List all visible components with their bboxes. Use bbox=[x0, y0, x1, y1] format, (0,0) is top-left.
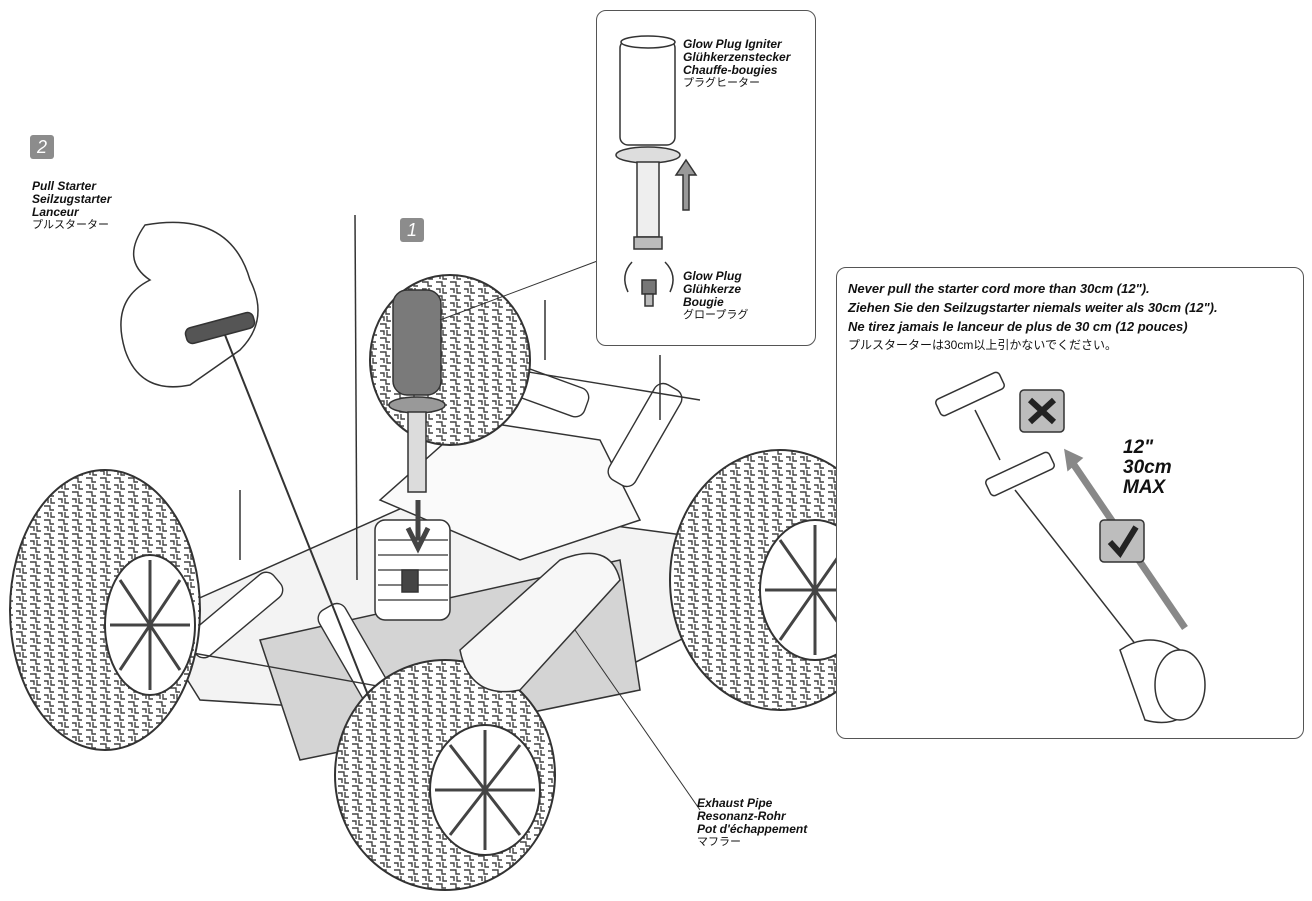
glow-plug-fr: Bougie bbox=[683, 295, 724, 309]
glow-plug-igniter-jp: プラグヒーター bbox=[683, 77, 760, 89]
step-2-badge: 2 bbox=[30, 135, 54, 159]
max-pull-max: MAX bbox=[1123, 477, 1166, 498]
warning-de: Ziehen Sie den Seilzugstarter niemals we… bbox=[848, 300, 1218, 315]
pull-starter-label: Pull Starter Seilzugstarter Lanceur プルスタ… bbox=[32, 180, 111, 232]
exhaust-pipe-de: Resonanz-Rohr bbox=[697, 809, 786, 823]
warning-fr: Ne tirez jamais le lanceur de plus de 30… bbox=[848, 319, 1188, 334]
body-posts bbox=[239, 214, 661, 581]
exhaust-pipe-jp: マフラー bbox=[697, 836, 741, 848]
wheel-front-right bbox=[334, 659, 556, 891]
glow-plug-de: Glühkerze bbox=[683, 282, 742, 296]
glow-plug-igniter-label: Glow Plug Igniter Glühkerzenstecker Chau… bbox=[683, 38, 790, 90]
suspension bbox=[119, 352, 701, 708]
x-mark-icon bbox=[1019, 389, 1065, 433]
exhaust-pipe-en: Exhaust Pipe bbox=[697, 796, 773, 810]
hand-pull-starter bbox=[120, 221, 371, 701]
exhaust-pipe-leader bbox=[574, 629, 701, 811]
glow-plug-igniter-en: Glow Plug Igniter bbox=[683, 37, 782, 51]
pull-limit-callout bbox=[836, 267, 1304, 739]
pull-limit-warning: Never pull the starter cord more than 30… bbox=[848, 279, 1298, 355]
glow-plug-jp: グロープラグ bbox=[683, 309, 749, 321]
glow-plug-igniter-de: Glühkerzenstecker bbox=[683, 50, 791, 64]
igniter-on-engine bbox=[388, 289, 446, 554]
exhaust-pipe bbox=[459, 552, 621, 693]
wheel-front-left bbox=[9, 469, 201, 751]
warning-jp: プルスターターは30cm以上引かないでください。 bbox=[848, 338, 1117, 352]
exhaust-pipe-fr: Pot d'échappement bbox=[697, 822, 808, 836]
pull-starter-fr: Lanceur bbox=[32, 205, 79, 219]
pull-starter-en: Pull Starter bbox=[32, 179, 97, 193]
callout-leader bbox=[439, 259, 601, 321]
max-pull-length: 12" 30cm MAX bbox=[1123, 438, 1172, 498]
max-pull-cm: 30cm bbox=[1123, 457, 1172, 478]
pull-starter-de: Seilzugstarter bbox=[32, 192, 112, 206]
engine bbox=[374, 519, 451, 621]
warning-en: Never pull the starter cord more than 30… bbox=[848, 281, 1150, 296]
glow-plug-igniter-fr: Chauffe-bougies bbox=[683, 63, 778, 77]
pull-starter-jp: プルスターター bbox=[32, 219, 109, 231]
glow-plug-en: Glow Plug bbox=[683, 269, 742, 283]
check-mark-icon bbox=[1099, 519, 1145, 563]
max-pull-inch: 12" bbox=[1123, 437, 1154, 458]
glow-plug-label: Glow Plug Glühkerze Bougie グロープラグ bbox=[683, 270, 748, 322]
exhaust-pipe-label: Exhaust Pipe Resonanz-Rohr Pot d'échappe… bbox=[697, 797, 807, 849]
step-1-badge: 1 bbox=[400, 218, 424, 242]
